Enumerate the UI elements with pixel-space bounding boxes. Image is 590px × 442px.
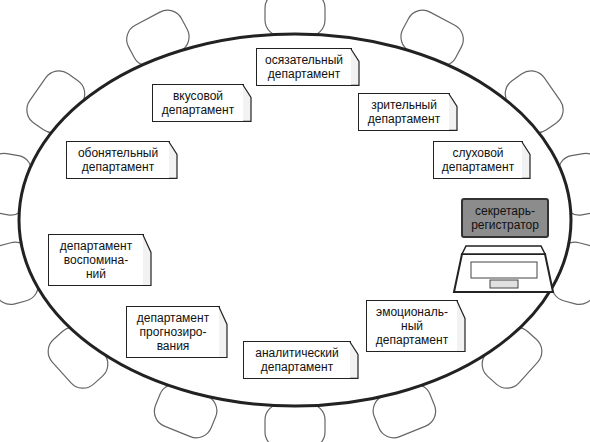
card-text: зрительный департамент xyxy=(365,98,443,126)
card-fold xyxy=(243,84,252,123)
card-text: вкусовой департамент xyxy=(159,89,237,117)
card-fold xyxy=(449,93,458,132)
laptop-screen: секретарь- регистратор xyxy=(461,198,549,238)
card-text: эмоциональ- ный департамент xyxy=(373,305,451,347)
card-text: департамент прогнозиро- вания xyxy=(133,311,213,353)
card-text: департамент воспомина- ний xyxy=(55,239,137,281)
chair xyxy=(265,404,325,442)
place-card: зрительный департамент xyxy=(358,93,450,131)
place-card: эмоциональ- ный департамент xyxy=(366,300,458,352)
card-fold xyxy=(169,141,178,180)
place-card: аналитический департамент xyxy=(243,341,351,379)
place-card: департамент прогнозиро- вания xyxy=(126,306,220,358)
card-fold xyxy=(457,300,466,353)
place-card: слуховой департамент xyxy=(433,141,523,179)
place-card: департамент воспомина- ний xyxy=(48,234,144,286)
card-text: осязательный департамент xyxy=(263,53,345,81)
card-text: слуховой департамент xyxy=(440,146,516,174)
place-card: осязательный департамент xyxy=(256,48,352,86)
card-text: секретарь- регистратор xyxy=(469,204,541,232)
table xyxy=(19,34,571,406)
card-fold xyxy=(143,234,152,287)
card-fold xyxy=(522,141,531,180)
place-card: вкусовой департамент xyxy=(152,84,244,122)
card-text: обонятельный департамент xyxy=(73,146,163,174)
chair xyxy=(265,0,325,36)
card-fold xyxy=(351,48,360,87)
card-fold xyxy=(350,341,359,380)
place-card: обонятельный департамент xyxy=(66,141,170,179)
laptop-base xyxy=(454,246,553,292)
card-fold xyxy=(219,306,228,359)
card-text: аналитический департамент xyxy=(250,346,344,374)
